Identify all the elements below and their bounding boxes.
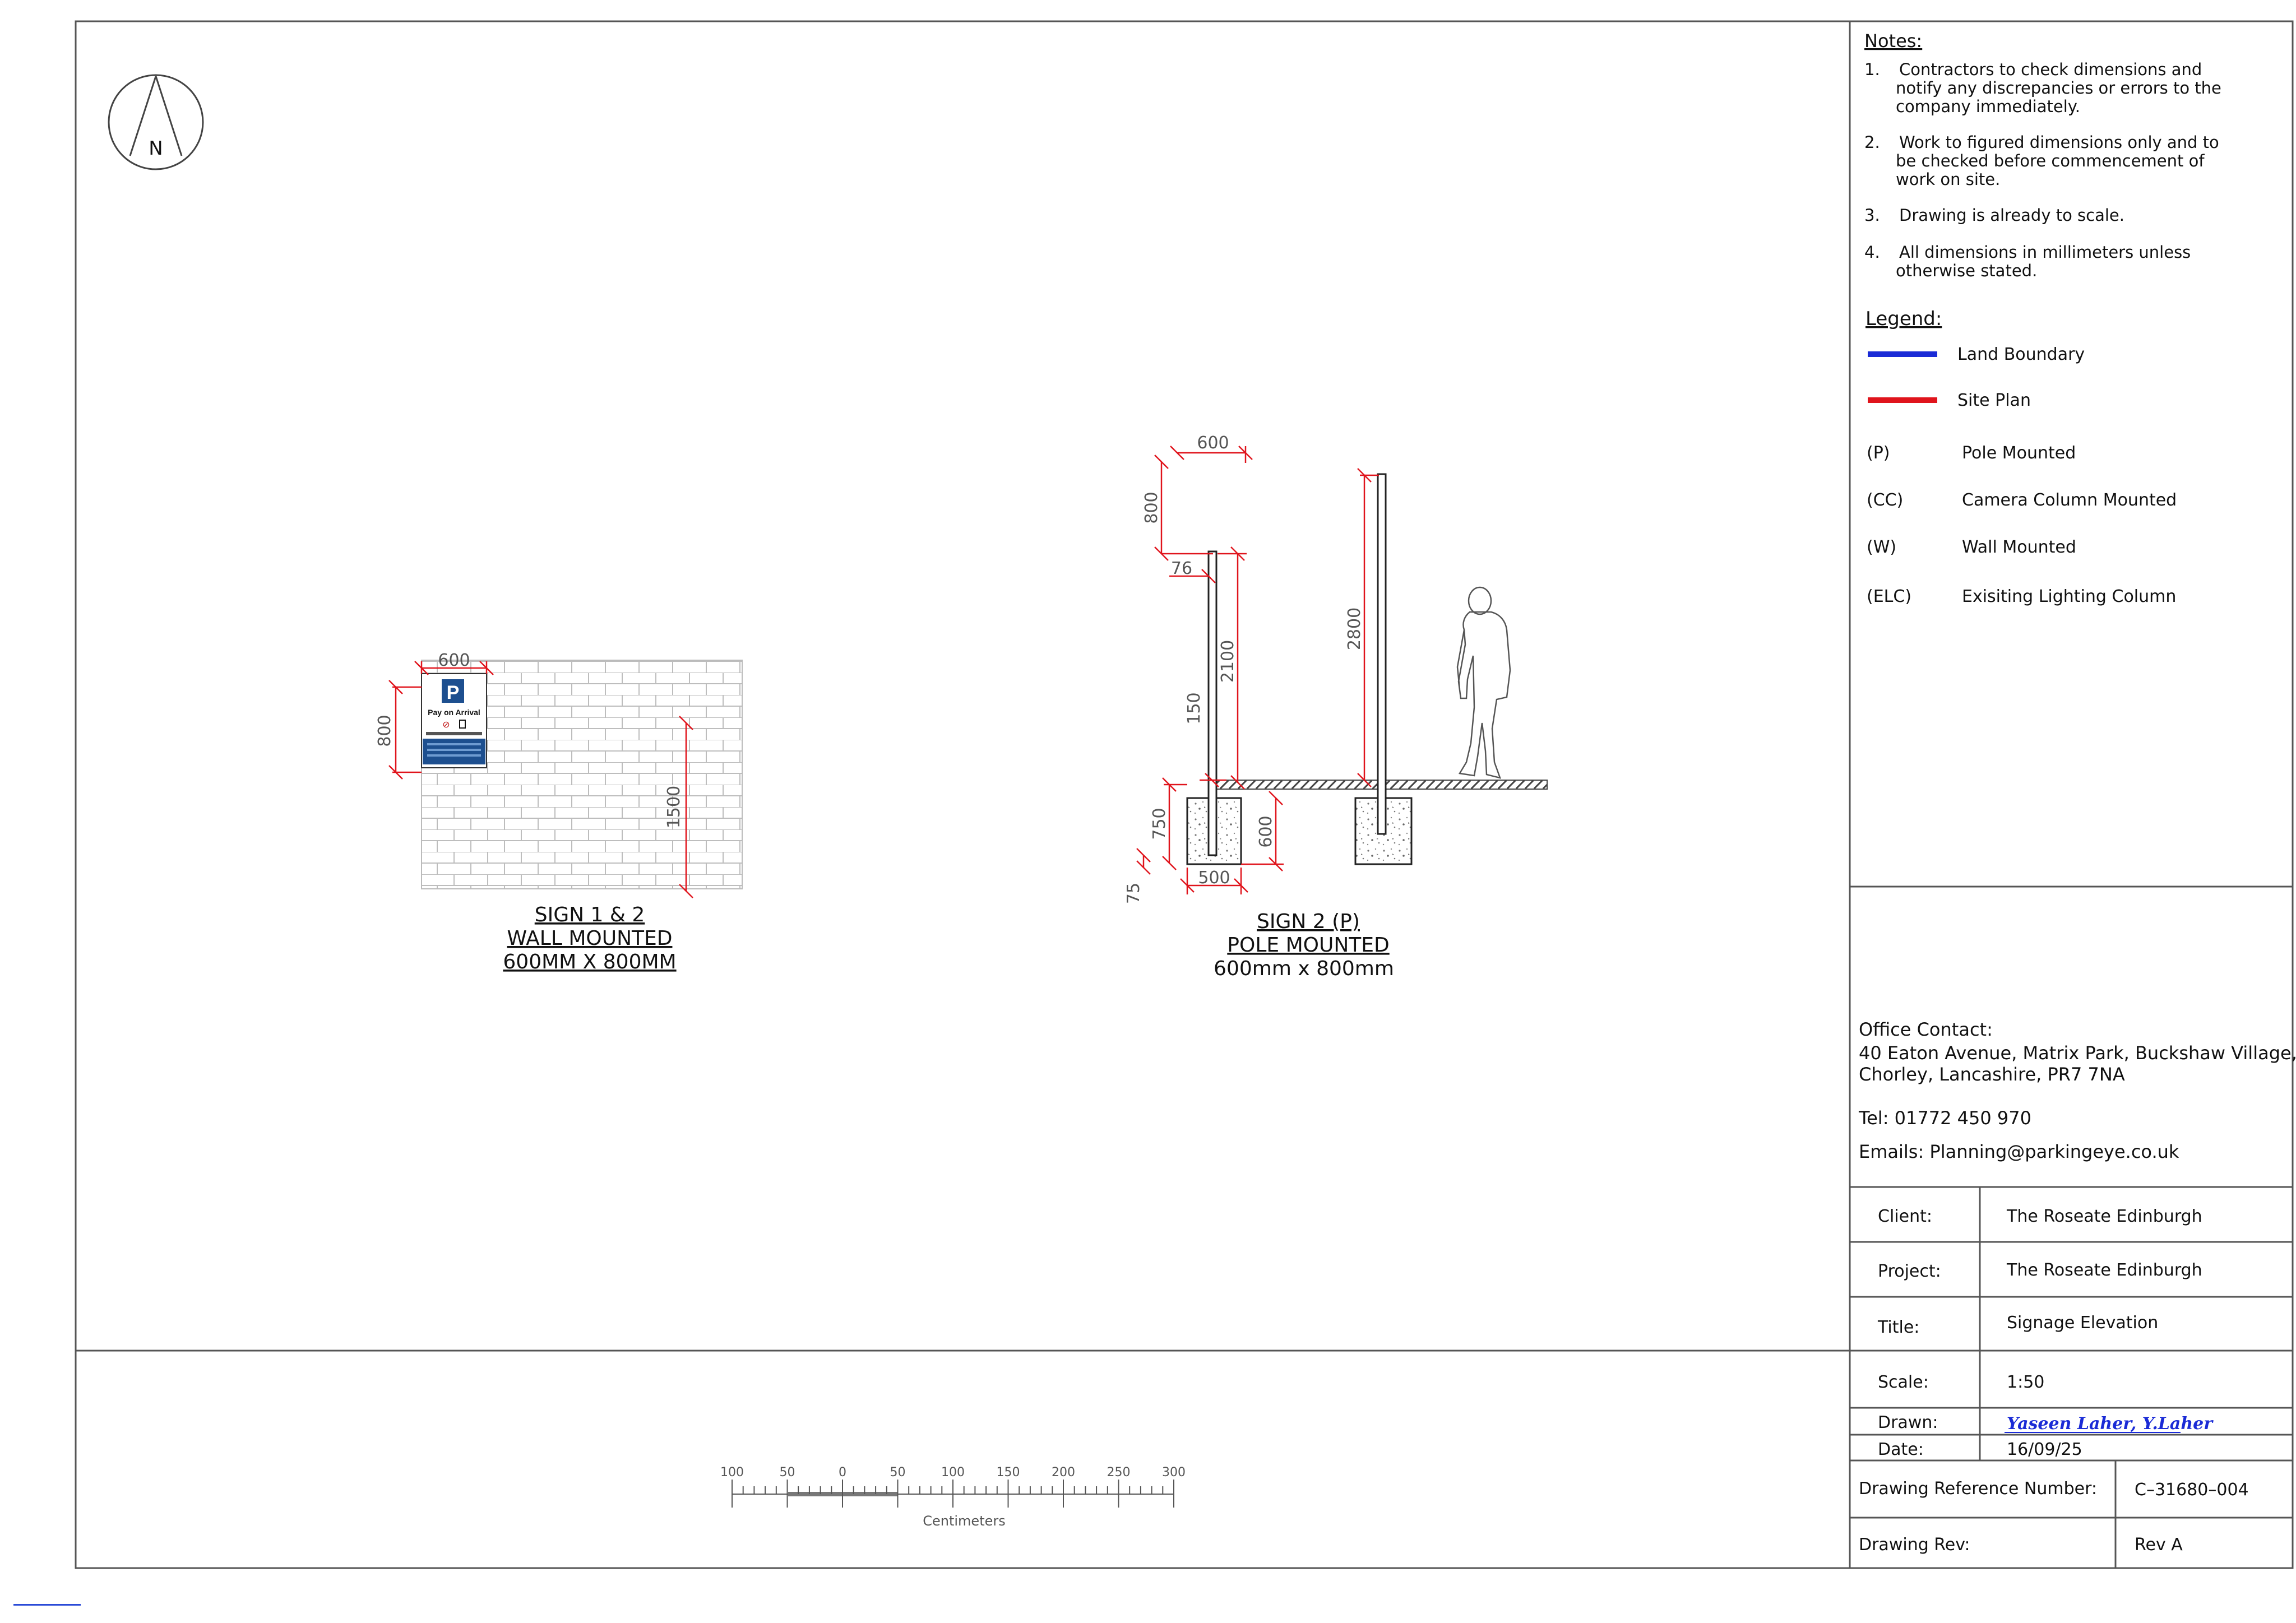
note-line: notify any discrepancies or errors to th… [1896,78,2221,98]
revision-label: Drawing Rev: [1859,1535,1970,1555]
scale-tick-label: 100 [941,1466,965,1480]
legend-label-camera: Camera Column Mounted [1962,490,2177,510]
legend-heading: Legend: [1866,308,1942,330]
reference-label: Drawing Reference Number: [1859,1479,2097,1499]
legend-panel: Legend: Land Boundary Site Plan (P) Pole… [1866,308,2177,606]
office-address-line2: Chorley, Lancashire, PR7 7NA [1859,1064,2125,1085]
scale-tick-label: 50 [890,1466,906,1480]
sign-letter: P [447,682,460,703]
scale-tick-label: 100 [720,1466,744,1480]
pole-2 [1377,473,1387,835]
note-line: Contractors to check dimensions and [1899,60,2202,79]
sign2-pole-elevation: 600 800 76 2100 150 750 600 75 500 2800 … [1124,433,1548,980]
sign-ticket-icon [459,720,466,729]
office-tel: Tel: 01772 450 970 [1858,1107,2031,1129]
north-arrow: N [108,74,204,170]
sign2-dim-shaft: 2100 [1218,640,1238,683]
sign1-dim-mount: 1500 [664,786,684,828]
sign1-dimensions [388,661,693,898]
scale-tick-label: 250 [1107,1466,1131,1480]
note-number: 2. [1864,133,1880,152]
title-block [1850,1186,2293,1568]
note-line: be checked before commencement of [1896,151,2205,170]
client-value: The Roseate Edinburgh [2006,1207,2202,1226]
office-heading: Office Contact: [1859,1019,1993,1040]
sign2-dimensions [1136,446,1379,894]
sign1-caption-number: SIGN 1 & 2 [535,903,645,926]
note-line: All dimensions in millimeters unless [1899,243,2191,262]
sign-info-band [423,739,485,764]
legend-code-lighting: (ELC) [1867,587,1911,606]
note-number: 3. [1864,206,1880,225]
scale-tick-label: 200 [1052,1466,1075,1480]
sign2-dim-tall: 2800 [1345,608,1364,650]
sign2-dim-base-width: 500 [1198,868,1230,888]
drawn-label: Drawn: [1878,1413,1938,1432]
wall-sign-panel: P Pay on Arrival ⊘ [421,673,487,768]
sign2-caption-type: POLE MOUNTED [1227,934,1389,957]
reference-value: C–31680–004 [2135,1480,2249,1500]
scale-value: 1:50 [2007,1372,2044,1392]
date-label: Date: [1878,1440,1924,1459]
office-address-line1: 40 Eaton Avenue, Matrix Park, Buckshaw V… [1859,1042,2296,1064]
sign1-dim-width: 600 [438,651,470,670]
legend-land-boundary-label: Land Boundary [1957,345,2085,364]
sign2-dim-foundation-inner: 600 [1256,815,1276,847]
project-value: The Roseate Edinburgh [2006,1260,2202,1280]
scale-label: Scale: [1878,1372,1929,1392]
notes-heading: Notes: [1864,30,1922,52]
revision-value: Rev A [2135,1535,2183,1555]
sign2-caption-number: SIGN 2 (P) [1257,910,1360,933]
scale-tick-label: 150 [997,1466,1020,1480]
sign2-caption-size: 600mm x 800mm [1214,957,1394,980]
legend-label-pole: Pole Mounted [1962,443,2076,463]
sign2-dim-base-top: 150 [1184,692,1204,724]
north-label: N [149,137,163,160]
legend-code-wall: (W) [1867,537,1896,557]
person-scale-figure [1456,586,1511,779]
sign-heading: Pay on Arrival [428,708,480,717]
note-line: Work to figured dimensions only and to [1899,133,2219,152]
legend-code-camera: (CC) [1867,490,1903,510]
sign-no-entry-icon: ⊘ [442,719,450,730]
scale-tick-label: 0 [839,1466,846,1480]
pole-1 [1207,550,1218,856]
office-email: Emails: Planning@parkingeye.co.uk [1859,1141,2179,1162]
scale-tick-label: 300 [1162,1466,1186,1480]
office-contact: Office Contact: 40 Eaton Avenue, Matrix … [1858,1019,2296,1162]
note-line: otherwise stated. [1896,261,2037,280]
sheet-frame [75,20,2294,1569]
note-number: 1. [1864,60,1880,79]
title-value: Signage Elevation [2007,1313,2158,1333]
scale-bar: 100 50 0 50 100 150 200 250 300 Centimeters [720,1466,1186,1529]
drawn-signature: Yaseen Laher, Y.Laher [2007,1414,2214,1434]
note-line: Drawing is already to scale. [1899,206,2124,225]
legend-site-plan-label: Site Plan [1957,391,2031,410]
client-label: Client: [1878,1207,1932,1226]
sign2-dim-height: 800 [1142,491,1161,523]
sign2-dim-foundation: 750 [1150,808,1169,840]
date-value: 16/09/25 [2007,1440,2082,1459]
note-line: company immediately. [1896,97,2080,116]
legend-code-pole: (P) [1867,443,1890,463]
notes-panel: Notes: 1. Contractors to check dimensions… [1864,30,2221,280]
sign1-wall-elevation: P Pay on Arrival ⊘ 600 800 [375,651,743,973]
sign2-dim-pole: 76 [1171,559,1192,578]
legend-label-lighting: Exisiting Lighting Column [1962,587,2176,606]
legend-label-wall: Wall Mounted [1962,537,2076,557]
sign2-dim-width: 600 [1197,433,1229,453]
scale-unit: Centimeters [923,1513,1006,1529]
sign1-caption-type: WALL MOUNTED [507,927,673,950]
project-label: Project: [1878,1262,1941,1281]
footer-link[interactable] [13,1602,81,1606]
title-block-text: Client: The Roseate Edinburgh Project: T… [1859,1207,2249,1555]
title-label: Title: [1877,1318,1919,1337]
sign2-dim-bottom: 75 [1124,883,1144,904]
sign1-caption-size: 600MM X 800MM [503,950,676,973]
scale-tick-label: 50 [780,1466,795,1480]
note-number: 4. [1864,243,1880,262]
sign1-dim-height: 800 [375,715,395,746]
note-line: work on site. [1896,170,2000,189]
